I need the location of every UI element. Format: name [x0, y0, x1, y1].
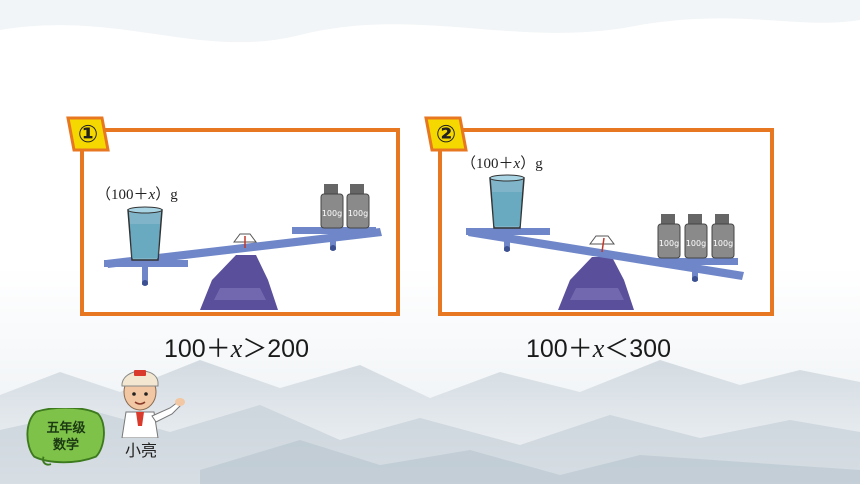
left-pan — [466, 228, 550, 235]
right-pan — [292, 227, 376, 234]
number-tag-1: ① — [66, 116, 110, 152]
right-pan — [654, 258, 738, 265]
scale-beam — [106, 228, 382, 268]
cup-label-2: （100＋x）g — [461, 156, 543, 172]
cup-label-1: （100＋x）g — [96, 187, 178, 203]
scale-base — [558, 257, 634, 310]
tag-shape — [424, 116, 468, 152]
svg-text:100g: 100g — [659, 239, 679, 248]
weight-100g: 100g — [711, 214, 735, 259]
weight-100g: 100g — [657, 214, 681, 259]
svg-text:100g: 100g — [686, 239, 706, 248]
tag-shape — [66, 116, 110, 152]
left-pan — [104, 260, 188, 267]
balance-scale-2: 100g 100g 100g — [466, 174, 744, 310]
inequality-1: 100＋x＞200 — [164, 334, 309, 363]
balance-scale-1: 100g 100g — [104, 184, 382, 310]
svg-text:100g: 100g — [322, 209, 342, 218]
scale-beam — [468, 228, 744, 280]
number-tag-2: ② — [424, 116, 468, 152]
weight-100g: 100g — [346, 184, 370, 229]
inequality-2: 100＋x＜300 — [526, 334, 671, 363]
tag-number: ① — [77, 120, 99, 148]
svg-text:100g: 100g — [713, 239, 733, 248]
boy-character-icon — [121, 370, 185, 438]
weight-100g: 100g — [320, 184, 344, 229]
grade-badge — [26, 408, 105, 466]
grade-badge-text: 五年级 数学 — [24, 420, 108, 454]
weight-100g: 100g — [684, 214, 708, 259]
badge-line-2: 数学 — [52, 438, 79, 453]
badge-line-1: 五年级 — [46, 421, 86, 436]
tag-number: ② — [435, 120, 457, 148]
character-name: 小亮 — [125, 441, 158, 460]
scale-dial — [589, 235, 615, 245]
svg-text:100g: 100g — [348, 209, 368, 218]
scale-base — [200, 255, 278, 310]
